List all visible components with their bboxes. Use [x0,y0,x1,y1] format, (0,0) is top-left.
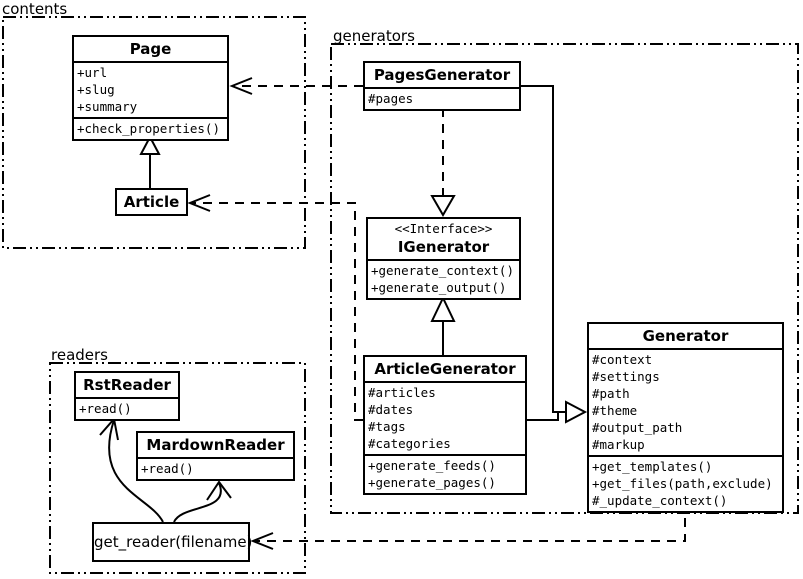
class-box-articlegenerator: ArticleGenerator #articles #dates #tags #ca… [363,355,527,495]
methods-compartment: +check_properties() [74,117,227,139]
class-member: #_update_context() [592,493,728,508]
class-name: MardownReader [146,436,285,454]
function-box-getreader: get_reader(filename) [92,522,252,562]
class-member: #pages [368,91,414,106]
generalization-line-articlegenerator-generator [527,411,566,421]
open-arrowhead-icon [206,480,232,501]
arrow-line-getreader-rstreader [108,419,164,523]
methods-compartment: +get_templates() +get_files(path,exclude)… [589,455,782,511]
package-label-generators: generators [333,27,415,45]
class-box-generator: Generator #context #settings #path #theme #o… [587,322,784,513]
class-name: Generator [642,327,729,345]
dependency-line-articlegenerator-article [191,202,363,421]
package-label-contents: contents [2,0,68,18]
open-arrowhead-icon [250,532,274,550]
class-member: #tags [368,419,406,434]
class-box-pagesgenerator: PagesGenerator #pages [363,61,521,111]
class-box-page: Page +url +slug +summary +check_properties… [72,35,229,141]
class-member: #categories [368,436,451,451]
class-member: #context [592,352,653,367]
class-member: +slug [77,82,115,97]
class-member: +generate_output() [371,280,507,295]
dependency-line-generator-getreader [254,502,686,542]
package-label-readers: readers [51,346,108,364]
attributes-compartment: #pages [365,87,519,109]
class-name: ArticleGenerator [374,360,516,378]
attributes-compartment: #context #settings #path #theme #output_path… [589,348,782,455]
class-name: Page [129,40,172,58]
class-name: Article [123,193,180,211]
class-member: #output_path [592,420,683,435]
class-name: PagesGenerator [373,66,511,84]
methods-compartment: +read() [76,397,178,419]
class-member: #settings [592,369,660,384]
class-member: +generate_pages() [368,475,496,490]
generalization-triangle-icon [565,400,588,424]
package-border-contents [2,16,306,249]
package-border-readers [49,362,306,574]
realization-triangle-icon [430,195,456,217]
class-box-rstreader: RstReader +read() [74,371,180,421]
methods-compartment: +generate_feeds() +generate_pages() [365,454,525,493]
open-arrowhead-icon [187,194,211,212]
class-member: #articles [368,385,436,400]
generalization-triangle-icon [139,134,161,155]
class-member: #dates [368,402,414,417]
class-member: +generate_feeds() [368,458,496,473]
class-box-mardownreader: MardownReader +read() [136,431,295,481]
class-box-article: Article [115,188,188,216]
class-name: IGenerator [397,238,490,256]
class-member: #markup [592,437,645,452]
class-member: #theme [592,403,638,418]
package-border-generators [330,43,799,514]
class-member: +get_templates() [592,459,713,474]
attributes-compartment: +url +slug +summary [74,61,227,117]
open-arrowhead-icon [229,77,253,95]
class-member: +get_files(path,exclude) [592,476,773,491]
class-member: #path [592,386,630,401]
class-member: +read() [141,461,194,476]
attributes-compartment: #articles #dates #tags #categories [365,381,525,454]
class-name: RstReader [83,376,171,394]
class-member: +summary [77,99,138,114]
class-member: +generate_context() [371,263,514,278]
methods-compartment: +read() [138,457,293,479]
methods-compartment: +generate_context() +generate_output() [368,259,519,298]
generalization-triangle-icon [430,295,456,322]
class-member: +url [77,65,108,80]
class-stereotype: <<Interface>> [394,221,493,236]
arrow-line-getreader-mardownreader [173,482,222,523]
class-member: +read() [79,401,132,416]
class-box-igenerator: <<Interface>> IGenerator +generate_conte… [366,217,521,300]
class-member: +check_properties() [77,121,220,136]
